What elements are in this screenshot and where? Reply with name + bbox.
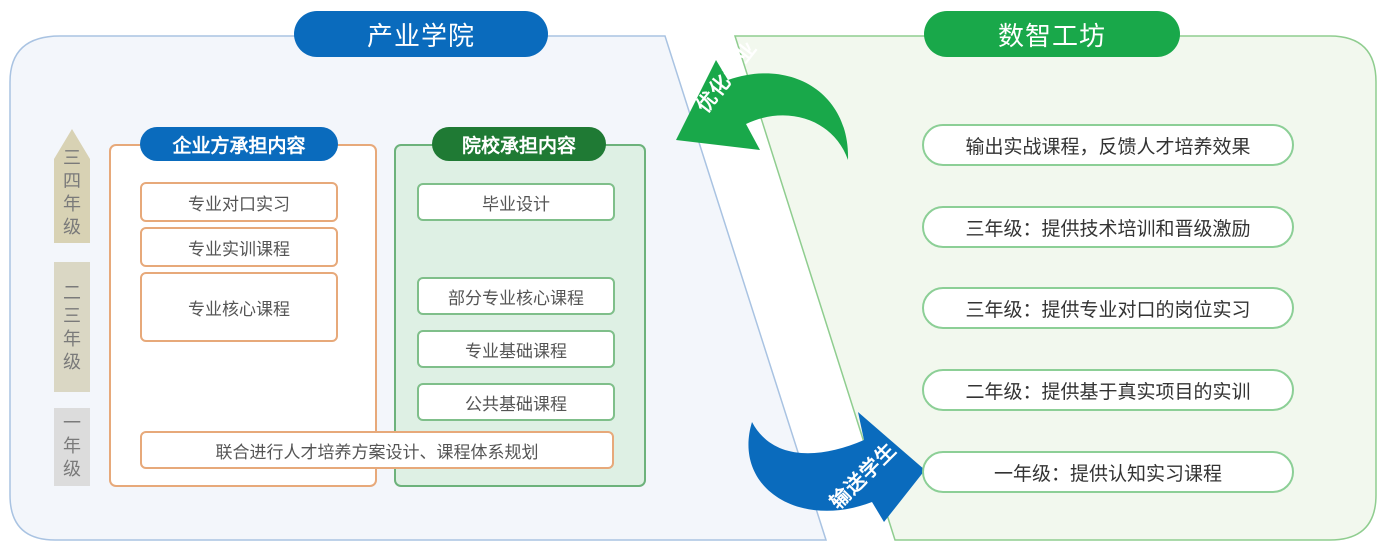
- school-item: 部分专业核心课程: [417, 277, 615, 315]
- grade-char: 级: [63, 352, 81, 373]
- enterprise-item: 专业对口实习: [140, 182, 338, 222]
- grade-label-senior: 三四年级: [54, 147, 90, 239]
- grade-char: 年: [63, 329, 81, 350]
- workshop-item: 三年级：提供技术培训和晋级激励: [922, 206, 1294, 248]
- grade-bar-middle: [54, 262, 90, 392]
- right-panel-title: 数智工坊: [924, 11, 1180, 57]
- enterprise-item: 专业核心课程: [140, 272, 338, 342]
- grade-char: 年: [63, 436, 81, 457]
- grade-char: 一: [63, 413, 81, 434]
- school-item: 毕业设计: [417, 183, 615, 221]
- deliver-arrow: [748, 412, 925, 522]
- workshop-item: 一年级：提供认知实习课程: [922, 451, 1294, 493]
- grade-label-middle: 二三年级: [54, 282, 90, 374]
- joint-item: 联合进行人才培养方案设计、课程体系规划: [140, 431, 614, 469]
- workshop-item: 二年级：提供基于真实项目的实训: [922, 369, 1294, 411]
- grade-char: 二: [63, 283, 81, 304]
- grade-char: 三: [63, 148, 81, 169]
- enterprise-label: 企业方承担内容: [140, 127, 338, 161]
- grade-char: 三: [63, 306, 81, 327]
- grade-bar-junior: [54, 408, 90, 486]
- left-panel-title: 产业学院: [294, 11, 548, 57]
- school-item: 专业基础课程: [417, 330, 615, 368]
- workshop-item: 三年级：提供专业对口的岗位实习: [922, 287, 1294, 329]
- optimize-arrow: [676, 60, 849, 160]
- enterprise-item: 专业实训课程: [140, 227, 338, 267]
- grade-char: 年: [63, 194, 81, 215]
- grade-arrow-senior: [54, 129, 90, 243]
- grade-char: 级: [63, 217, 81, 238]
- school-item: 公共基础课程: [417, 383, 615, 421]
- grade-char: 级: [63, 459, 81, 480]
- grade-char: 四: [63, 171, 81, 192]
- workshop-item: 输出实战课程，反馈人才培养效果: [922, 124, 1294, 166]
- school-label: 院校承担内容: [432, 127, 606, 161]
- grade-label-junior: 一年级: [54, 412, 90, 481]
